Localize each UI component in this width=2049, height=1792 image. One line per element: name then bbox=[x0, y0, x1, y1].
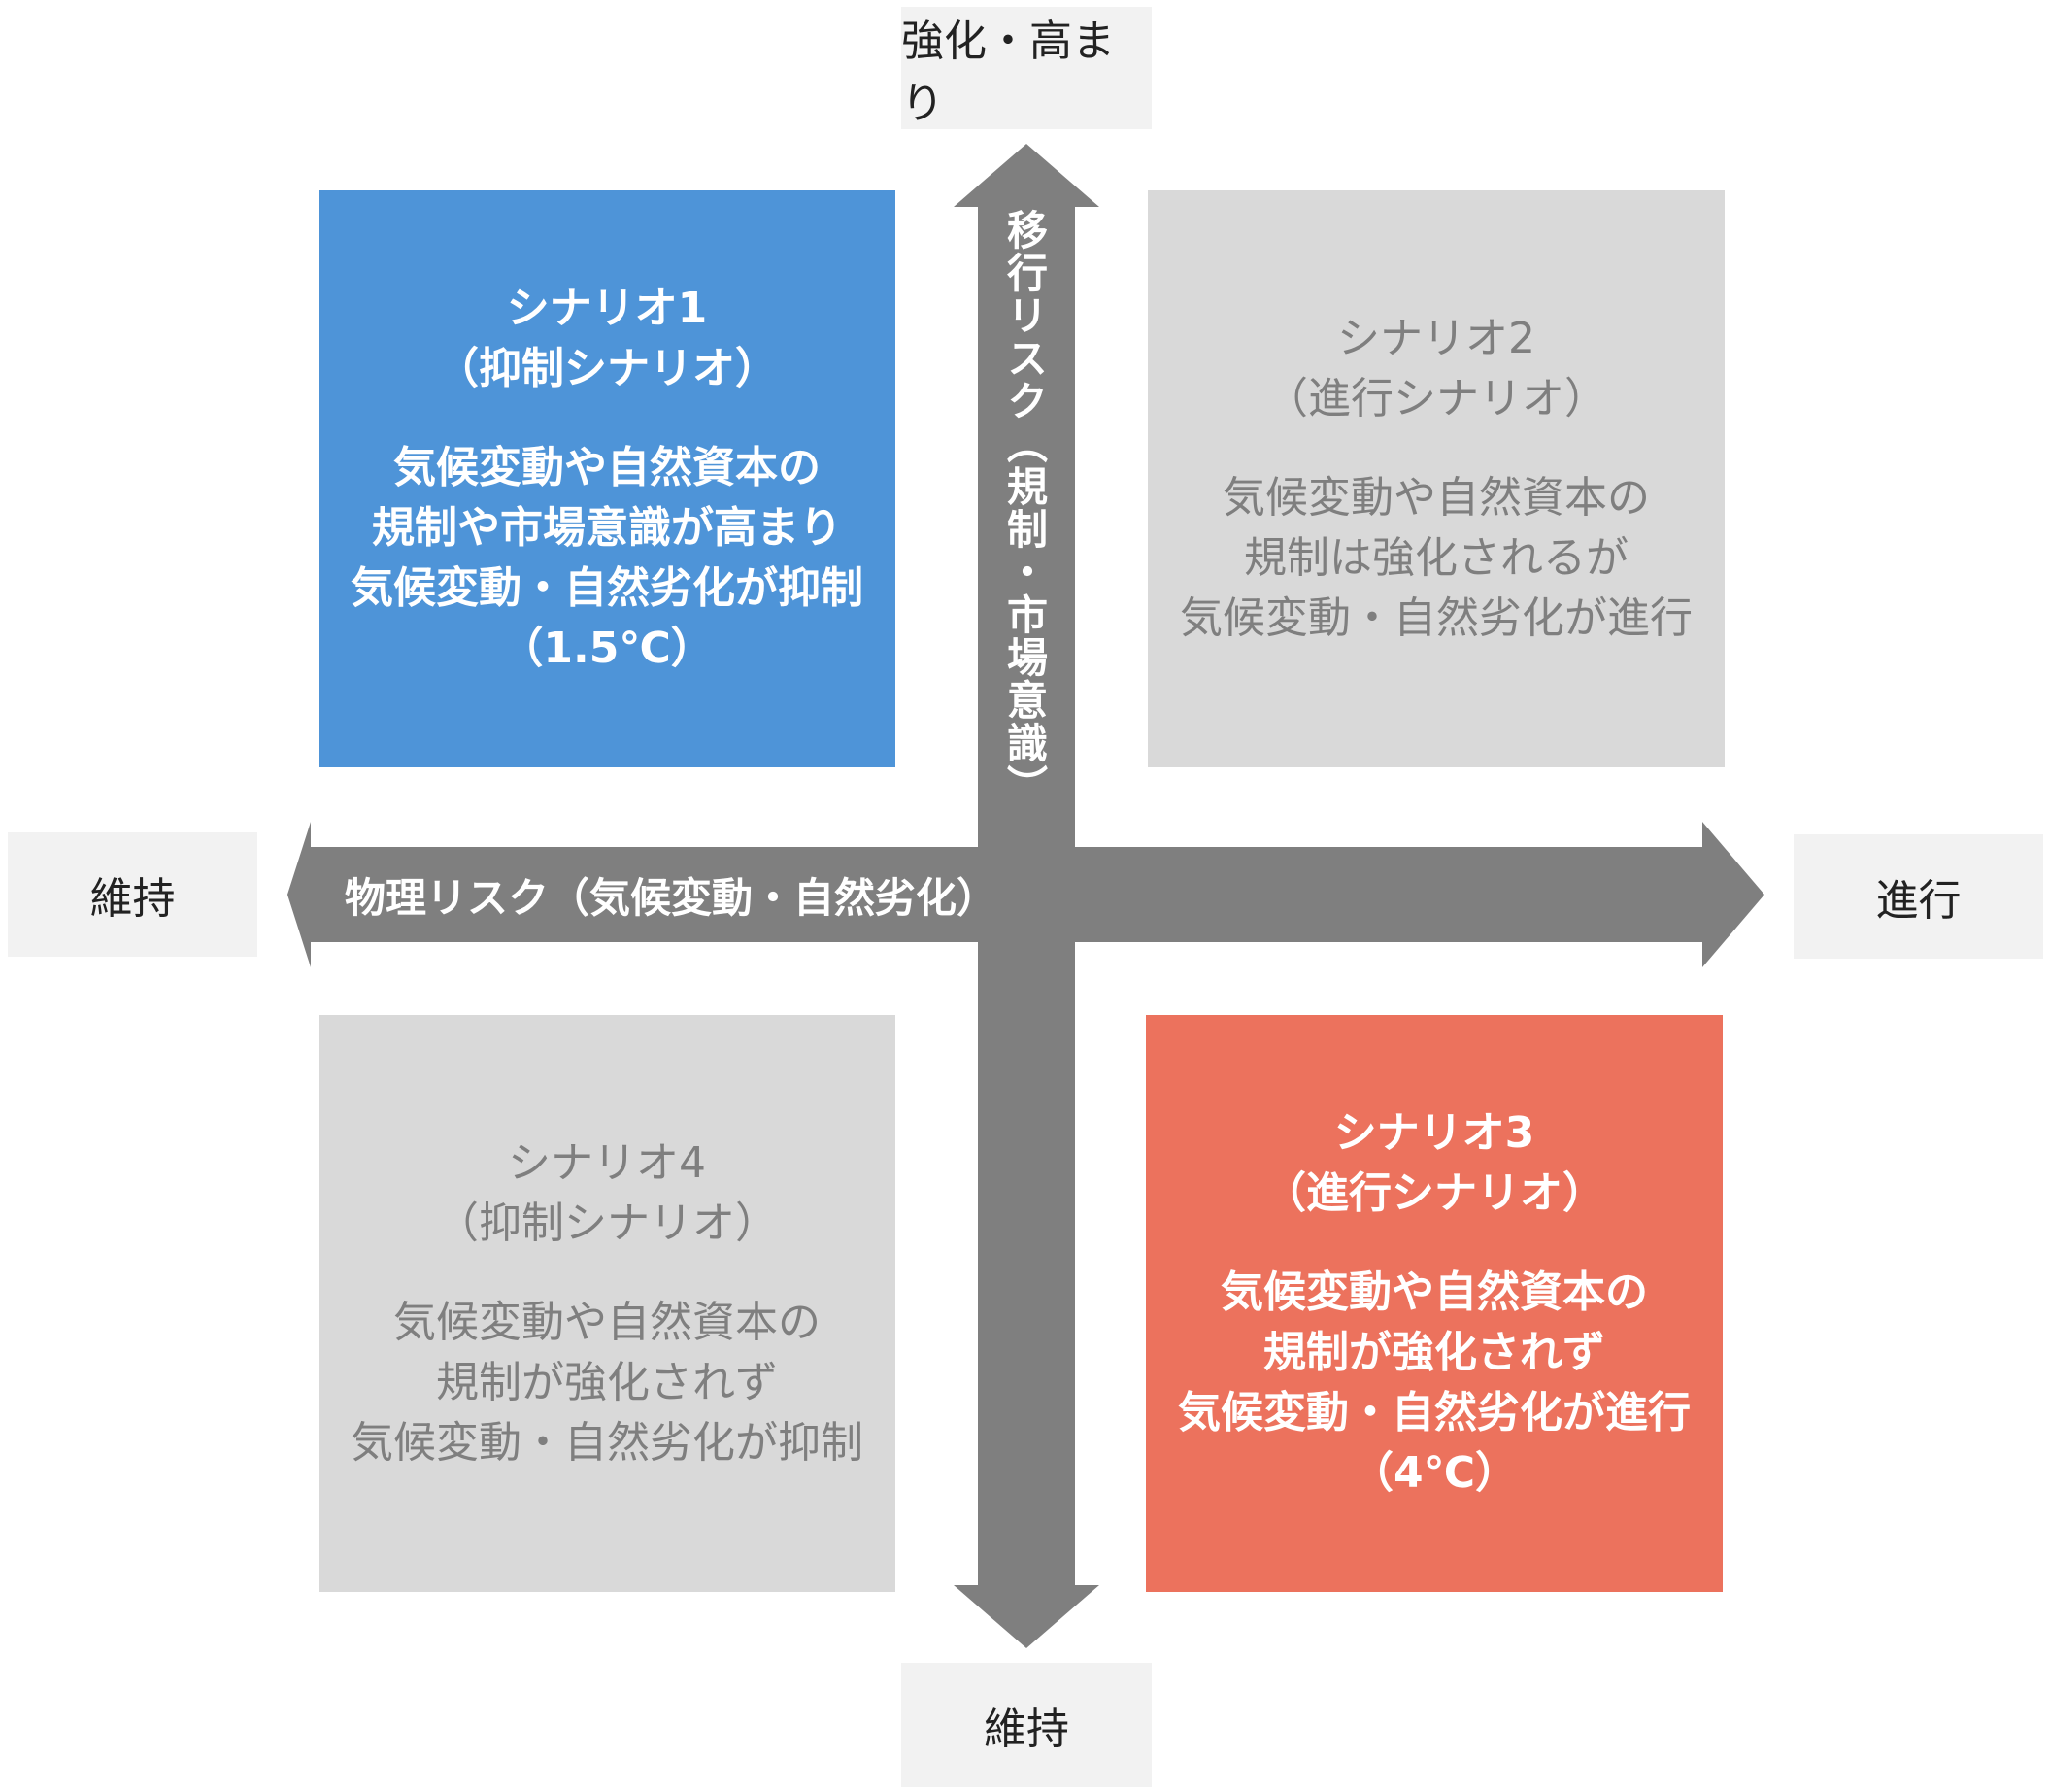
scenario-line: 規制が強化されず bbox=[1263, 1328, 1605, 1377]
scenario-line: 気候変動や自然資本の bbox=[393, 443, 821, 492]
vertical-bottom-end-label: 維持 bbox=[901, 1663, 1152, 1787]
scenario-4-box: シナリオ4 （抑制シナリオ） 気候変動や自然資本の 規制が強化されず 気候変動・… bbox=[319, 1015, 895, 1592]
scenario-subtitle: （進行シナリオ） bbox=[1263, 1168, 1605, 1218]
scenario-line: 気候変動・自然劣化が抑制 bbox=[351, 1418, 863, 1468]
scenario-title: シナリオ2 bbox=[1337, 314, 1535, 363]
vertical-axis-label: 移行リスク（規制・市場意識） bbox=[1000, 209, 1049, 807]
horizontal-axis-arrow bbox=[287, 822, 1764, 967]
scenario-title: シナリオ4 bbox=[508, 1138, 706, 1188]
scenario-line: （1.5℃） bbox=[500, 624, 714, 673]
scenario-1-box: シナリオ1 （抑制シナリオ） 気候変動や自然資本の 規制や市場意識が高まり 気候… bbox=[319, 190, 895, 767]
scenario-line: 気候変動・自然劣化が進行 bbox=[1180, 593, 1693, 643]
scenario-line: 気候変動や自然資本の bbox=[1221, 1268, 1648, 1317]
scenario-line: 気候変動や自然資本の bbox=[1223, 473, 1650, 523]
scenario-line: 規制が強化されず bbox=[436, 1358, 778, 1407]
scenario-subtitle: （抑制シナリオ） bbox=[436, 344, 778, 393]
scenario-line: （4℃） bbox=[1351, 1448, 1518, 1498]
scenario-line: 規制や市場意識が高まり bbox=[372, 503, 842, 553]
horizontal-axis-label: 物理リスク（気候変動・自然劣化） bbox=[345, 873, 998, 922]
scenario-line: 気候変動・自然劣化が抑制 bbox=[351, 563, 863, 613]
horizontal-right-end-label: 進行 bbox=[1794, 834, 2043, 959]
scenario-2-box: シナリオ2 （進行シナリオ） 気候変動や自然資本の 規制は強化されるが 気候変動… bbox=[1148, 190, 1725, 767]
scenario-subtitle: （抑制シナリオ） bbox=[436, 1199, 778, 1248]
scenario-title: シナリオ1 bbox=[506, 284, 708, 333]
horizontal-left-end-label: 維持 bbox=[8, 832, 257, 957]
scenario-line: 気候変動や自然資本の bbox=[393, 1298, 821, 1347]
scenario-line: 規制は強化されるが bbox=[1244, 533, 1629, 583]
vertical-top-end-label: 強化・高まり bbox=[901, 7, 1152, 129]
scenario-title: シナリオ3 bbox=[1333, 1108, 1535, 1158]
scenario-line: 気候変動・自然劣化が進行 bbox=[1178, 1388, 1691, 1437]
scenario-3-box: シナリオ3 （進行シナリオ） 気候変動や自然資本の 規制が強化されず 気候変動・… bbox=[1146, 1015, 1723, 1592]
scenario-subtitle: （進行シナリオ） bbox=[1265, 374, 1607, 423]
